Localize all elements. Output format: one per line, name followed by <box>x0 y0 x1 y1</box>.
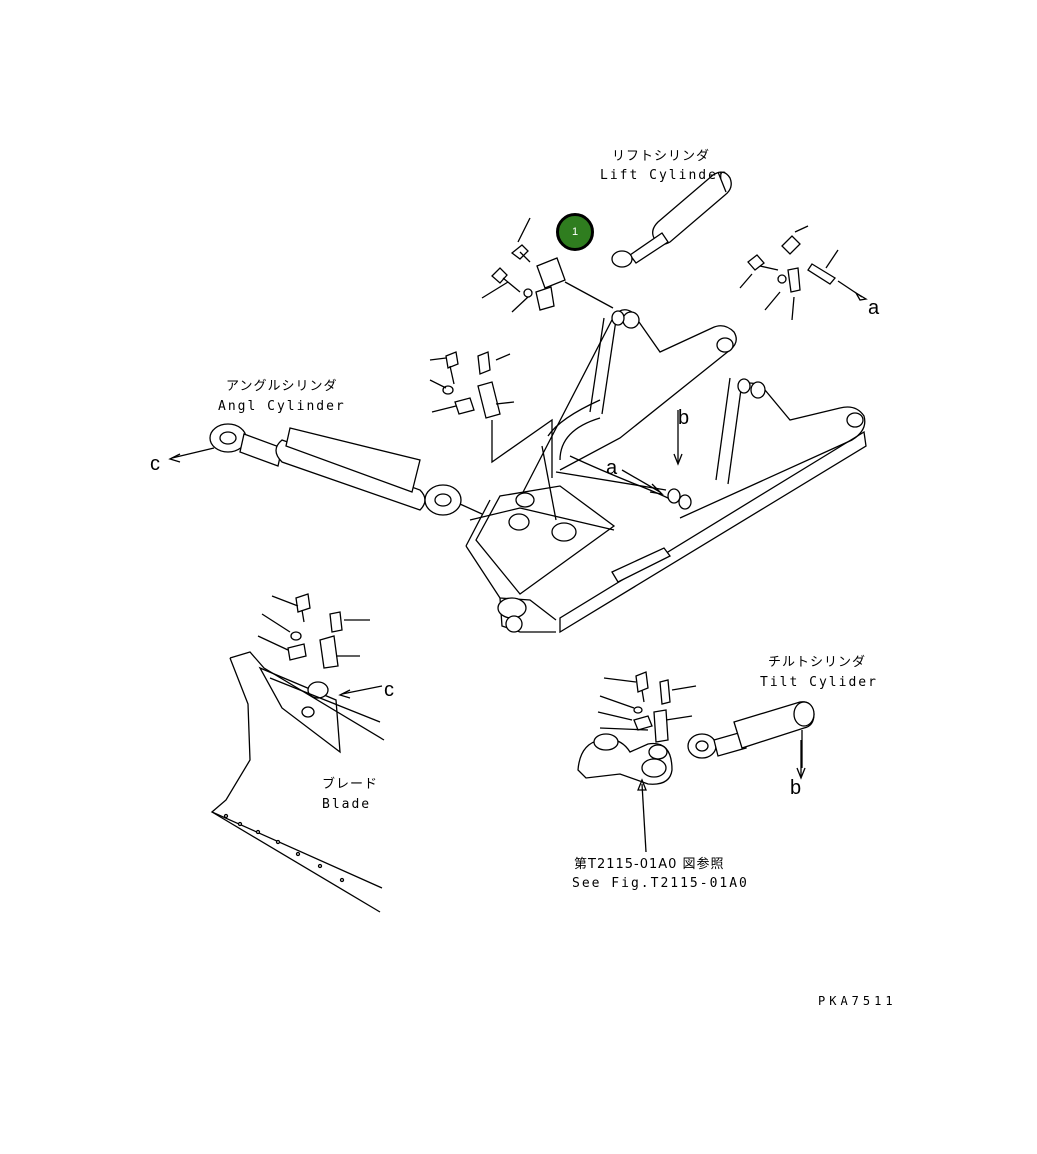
arrow-letter-c-blade: c <box>384 679 394 701</box>
lift-cylinder-hardware <box>481 217 614 313</box>
blade-label-en: Blade <box>322 797 372 812</box>
blade-label-jp: ブレード <box>322 777 379 792</box>
lift-cylinder-label-en: Lift Cylinder <box>600 168 728 183</box>
tilt-cylinder-label-en: Tilt Cylider <box>760 675 878 690</box>
angle-cylinder-hardware <box>429 351 553 478</box>
see-fig-label-en: See Fig.T2115-01A0 <box>572 876 749 891</box>
arrow-letter-a-frame: a <box>606 457 618 479</box>
arrow-letter-a-right: a <box>868 297 880 319</box>
blade-hardware <box>257 593 370 669</box>
part-callout-1[interactable]: 1 <box>556 213 594 251</box>
angle-cylinder-label-jp: アングルシリンダ <box>226 379 338 394</box>
arrow-letter-c-left: c <box>150 453 160 475</box>
angle-cylinder-drawing <box>209 423 483 516</box>
see-fig-label-jp: 第T2115-01A0 図参照 <box>574 857 725 872</box>
part-callout-number: 1 <box>571 226 579 238</box>
drawing-code: PKA7511 <box>818 994 897 1008</box>
main-frame-drawing <box>465 309 867 634</box>
tilt-bracket-drawing <box>577 671 697 853</box>
arrow-letter-b-frame: b <box>678 407 690 429</box>
tilt-cylinder-label-jp: チルトシリンダ <box>768 655 867 670</box>
arrow-letter-b-tilt: b <box>790 777 802 799</box>
lift-cylinder-label-jp: リフトシリンダ <box>612 149 711 164</box>
lift-cylinder-drawing <box>611 171 732 268</box>
direction-arrows <box>168 410 806 780</box>
blade-drawing <box>210 651 385 913</box>
tilt-cylinder-drawing <box>687 701 815 768</box>
right-pin-hardware <box>739 225 868 321</box>
angle-cylinder-label-en: Angl Cylinder <box>218 399 346 414</box>
